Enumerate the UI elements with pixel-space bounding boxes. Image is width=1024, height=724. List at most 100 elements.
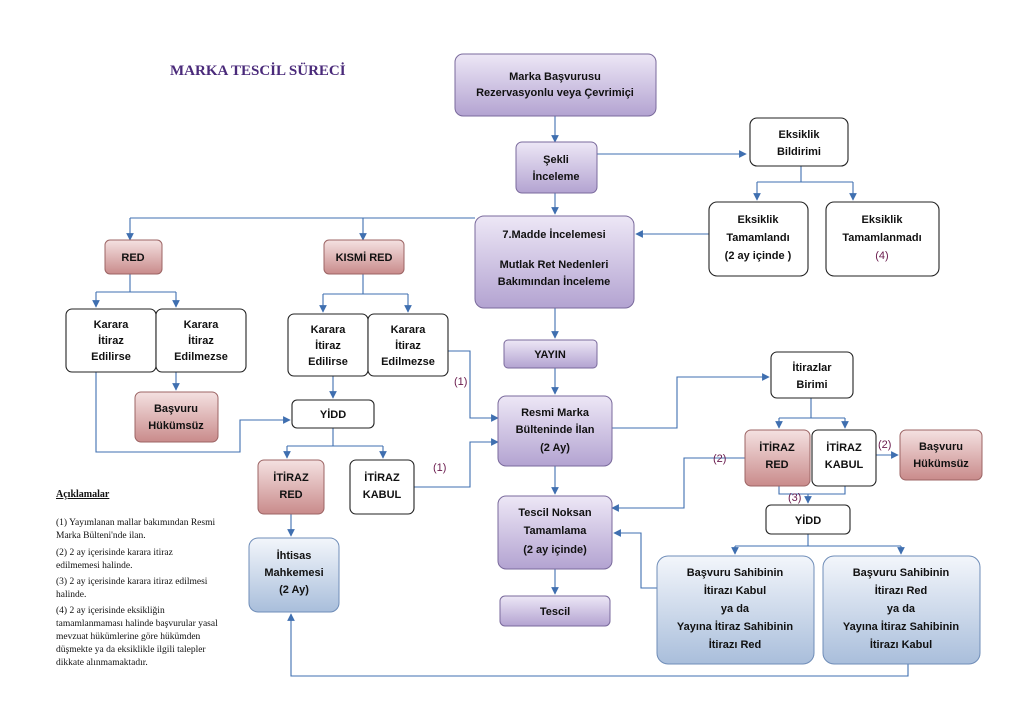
node-line: İTİRAZ xyxy=(273,471,309,484)
node-line: (2 Ay) xyxy=(540,442,570,454)
node-line: Rezervasyonlu veya Çevrimiçi xyxy=(476,87,634,99)
node-line: Karara xyxy=(311,324,347,336)
legend-line: (1) Yayımlanan mallar bakımından Resmi xyxy=(56,517,215,528)
node-line: Karara xyxy=(184,319,220,331)
kismi-red-node: KISMİ RED xyxy=(323,239,405,275)
red-node: RED xyxy=(104,239,163,275)
node-line: Edilirse xyxy=(308,356,348,368)
node-line: Başvuru Sahibinin xyxy=(687,567,784,579)
node-line: Resmi Marka xyxy=(521,407,590,419)
page-title: MARKA TESCİL SÜRECİ xyxy=(170,62,346,79)
node-line: İtirazı Kabul xyxy=(870,638,932,651)
legend: Açıklamalar (1) Yayımlanan mallar bakımı… xyxy=(56,489,218,668)
yidd-node: YİDD xyxy=(765,504,851,535)
sahip-itirazi-red-node: Başvuru Sahibinin İtirazı Red ya da Yayı… xyxy=(822,555,981,665)
ref-label: (2) xyxy=(878,439,891,451)
node-line: İtiraz xyxy=(315,339,341,352)
node-line: Eksiklik xyxy=(738,214,780,226)
legend-line: (2) 2 ay içerisinde karara itiraz xyxy=(56,547,173,558)
node-line: KISMİ RED xyxy=(336,251,393,264)
node-line: Bakımından İnceleme xyxy=(498,275,611,288)
node-line: Tamamlandı xyxy=(726,232,789,244)
ref-label: (3) xyxy=(788,492,801,504)
node-line: İhtisas xyxy=(277,549,312,562)
node-line: RED xyxy=(765,459,788,471)
node-line: KABUL xyxy=(825,459,864,471)
node-line: İtirazı Red xyxy=(709,638,762,651)
ref-label: (2) xyxy=(713,453,726,465)
node-line: İtiraz xyxy=(395,339,421,352)
node-line: İtirazı Red xyxy=(875,584,928,597)
node-line: Edilmezse xyxy=(381,356,435,368)
node-line: Başvuru Sahibinin xyxy=(853,567,950,579)
ihtisas-mahkemesi-node: İhtisas Mahkemesi (2 Ay) xyxy=(248,537,340,613)
basvuru-hukumsuz-node: Başvuru Hükümsüz xyxy=(134,391,219,443)
node-line: ya da xyxy=(887,603,916,615)
eksiklik-tamamlandi-node: Eksiklik Tamamlandı (2 ay içinde ) xyxy=(708,201,809,277)
node-line: Karara xyxy=(391,324,427,336)
node-line: (2 Ay) xyxy=(279,584,309,596)
legend-line: tamamlanmaması halinde başvurular yasal xyxy=(56,619,218,629)
node-line: ya da xyxy=(721,603,750,615)
node-line: RED xyxy=(121,252,144,264)
marka-basvurusu-node: Marka Başvurusu Rezervasyonlu veya Çevri… xyxy=(454,53,657,117)
resmi-marka-bulteni-ilan-node: Resmi Marka Bülteninde İlan (2 Ay) xyxy=(497,395,613,467)
tescil-noksan-tamamlama-node: Tescil Noksan Tamamlama (2 ay içinde) xyxy=(497,495,613,570)
node-line: Birimi xyxy=(796,379,827,391)
node-line: Hükümsüz xyxy=(913,458,969,470)
madde-7-inceleme-node: 7.Madde İncelemesi Mutlak Ret Nedenleri … xyxy=(474,215,635,309)
node-line: Mutlak Ret Nedenleri xyxy=(500,259,609,271)
node-line: Bülteninde İlan xyxy=(516,423,595,436)
sahip-itirazi-kabul-node: Başvuru Sahibinin İtirazı Kabul ya da Ya… xyxy=(656,555,815,665)
node-line: İtiraz xyxy=(98,334,124,347)
node-line: Şekli xyxy=(543,154,569,166)
node-line: Edilmezse xyxy=(174,351,228,363)
eksiklik-tamamlanmadi-node: Eksiklik Tamamlanmadı (4) xyxy=(825,201,940,277)
yayin-node: YAYIN xyxy=(503,339,598,369)
connectors xyxy=(92,116,909,677)
node-line: Marka Başvurusu xyxy=(509,71,601,83)
itirazlar-birimi-node: İtirazlar Birimi xyxy=(770,351,854,399)
node-line: YAYIN xyxy=(534,349,566,361)
legend-line: dikkate alınmamaktadır. xyxy=(56,658,148,668)
node-line: İtirazlar xyxy=(792,361,832,374)
node-line: İnceleme xyxy=(532,170,579,183)
itiraz-kabul-node: İTİRAZ KABUL xyxy=(811,429,877,487)
ref-label: (4) xyxy=(875,250,888,262)
ref-label: (1) xyxy=(454,376,467,388)
itiraz-kabul-node: İTİRAZ KABUL xyxy=(349,459,415,515)
legend-line: edilmemesi halinde. xyxy=(56,561,133,571)
ref-label: (1) xyxy=(433,462,446,474)
yidd-node: YİDD xyxy=(291,399,375,429)
node-line: İTİRAZ xyxy=(759,441,795,454)
itiraz-red-node: İTİRAZ RED xyxy=(257,459,325,515)
node-line: Tamamlanmadı xyxy=(842,232,921,244)
legend-line: (3) 2 ay içerisinde karara itiraz edilme… xyxy=(56,576,208,587)
node-line: İTİRAZ xyxy=(364,471,400,484)
node-line: (2 ay içinde ) xyxy=(725,250,792,262)
karara-itiraz-edilirse-node: Karara İtiraz Edilirse xyxy=(65,308,157,373)
node-line: Başvuru xyxy=(154,403,198,415)
sekli-inceleme-node: Şekli İnceleme xyxy=(515,141,598,194)
itiraz-red-node: İTİRAZ RED xyxy=(744,429,811,487)
node-line: İtirazı Kabul xyxy=(704,584,766,597)
node-line: Eksiklik xyxy=(779,129,821,141)
legend-heading: Açıklamalar xyxy=(56,489,110,500)
node-line: Hükümsüz xyxy=(148,420,204,432)
node-line: Başvuru xyxy=(919,441,963,453)
karara-itiraz-edilmezse-node: Karara İtiraz Edilmezse xyxy=(155,308,247,373)
legend-line: (4) 2 ay içerisinde eksikliğin xyxy=(56,605,165,616)
node-line: Tescil Noksan xyxy=(518,507,591,519)
node-line: Edilirse xyxy=(91,351,131,363)
node-line: KABUL xyxy=(363,489,402,501)
eksiklik-bildirimi-node: Eksiklik Bildirimi xyxy=(749,117,849,167)
node-line: Yayına İtiraz Sahibinin xyxy=(843,620,959,633)
node-line: 7.Madde İncelemesi xyxy=(502,228,605,241)
node-line: Tescil xyxy=(540,606,570,618)
karara-itiraz-edilirse-node: Karara İtiraz Edilirse xyxy=(287,313,369,377)
node-line: Eksiklik xyxy=(862,214,904,226)
legend-line: düşmekte ya da eksiklikle ilgili taleple… xyxy=(56,645,206,655)
node-line: Tamamlama xyxy=(524,525,588,537)
legend-line: halinde. xyxy=(56,590,86,600)
